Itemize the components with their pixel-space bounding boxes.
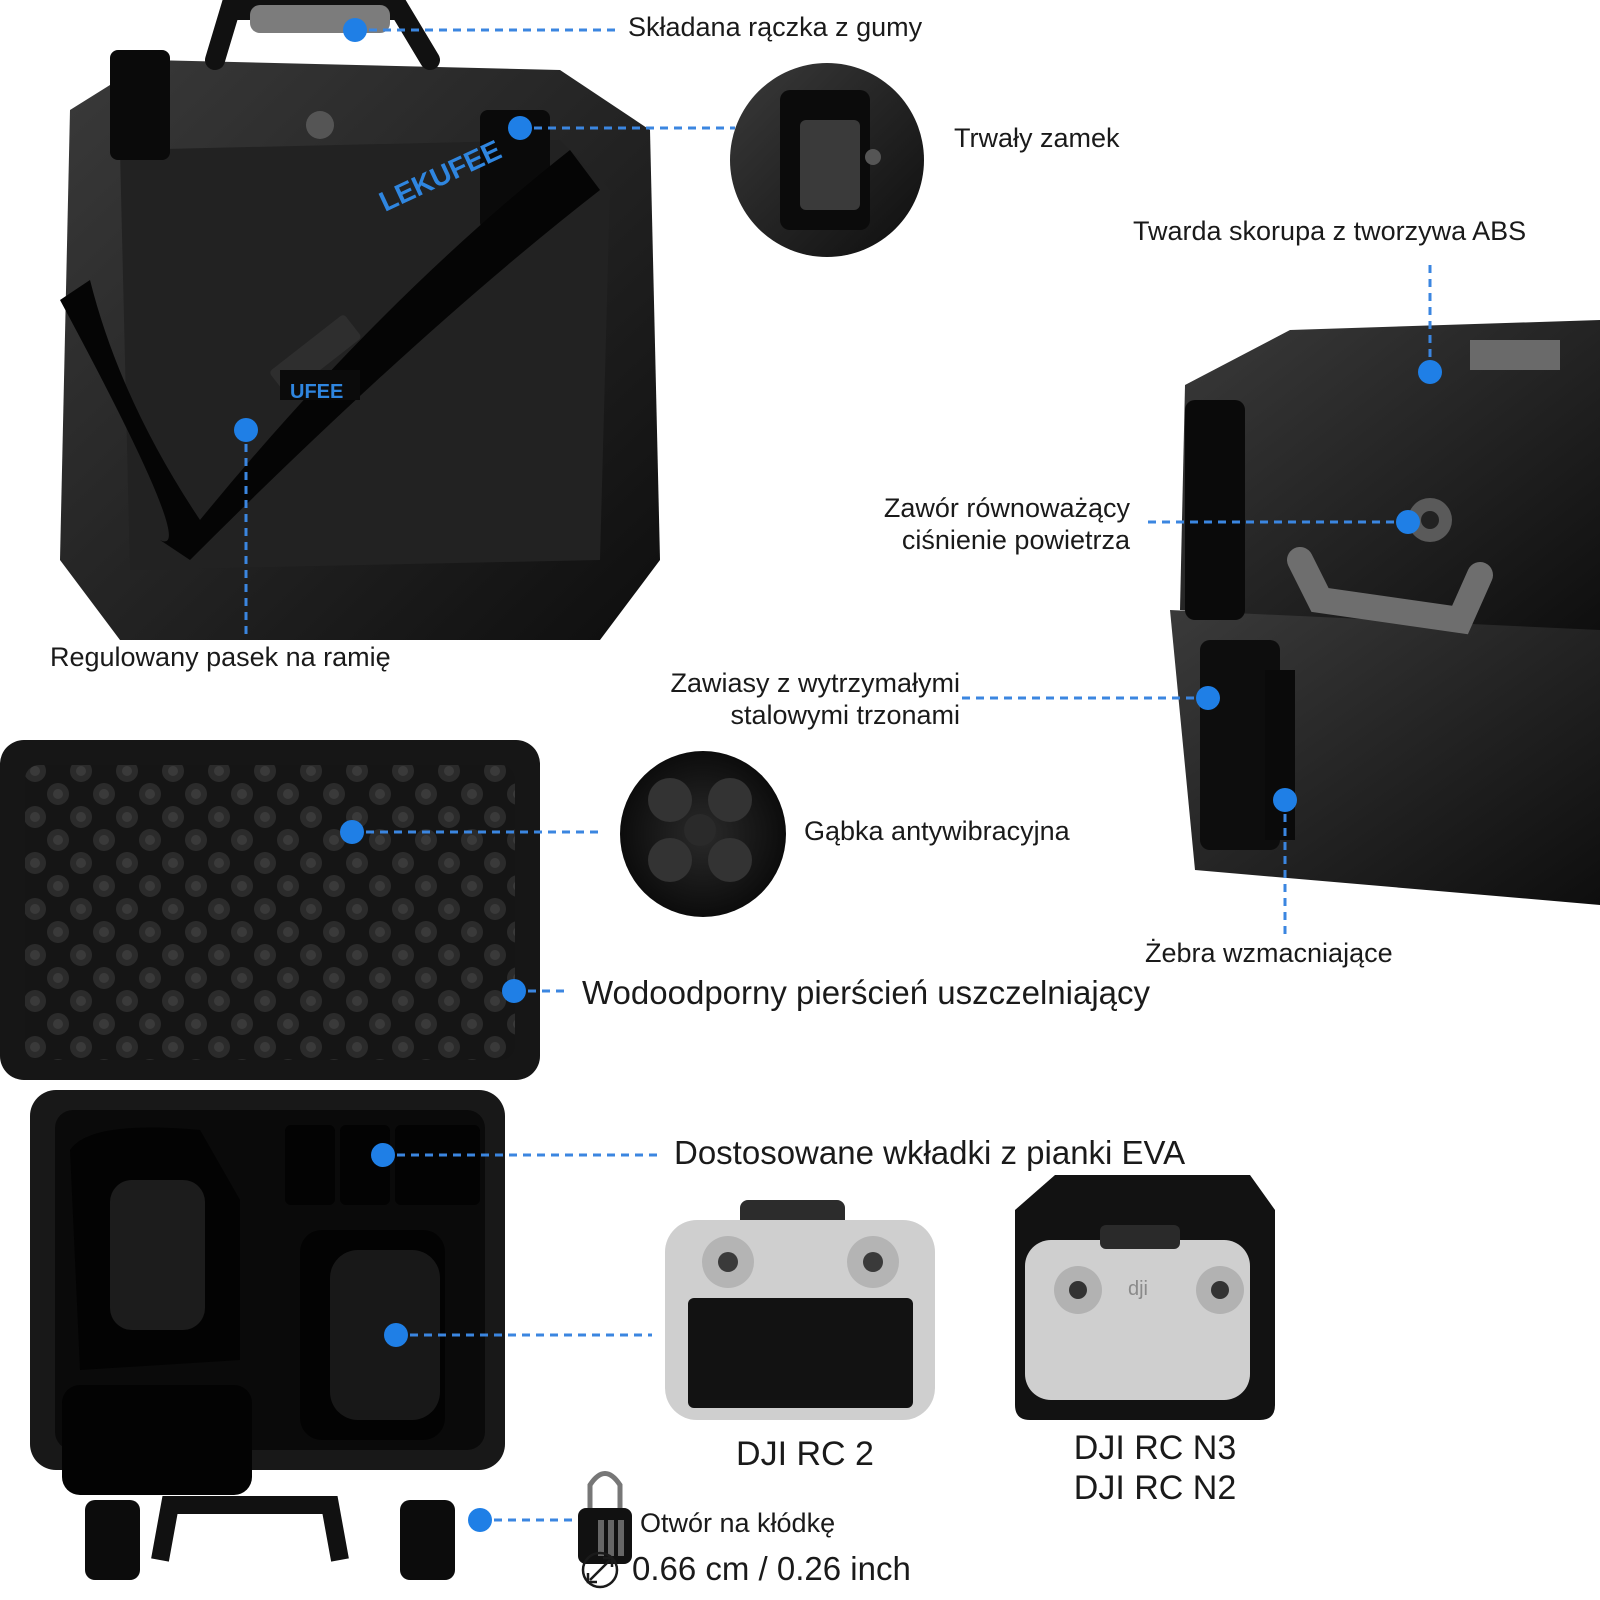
diameter-icon	[581, 1551, 619, 1589]
dji-rc2-remote-image	[665, 1200, 935, 1420]
stacked-cases-image	[1170, 320, 1600, 905]
shell-label: Twarda skorupa z tworzywa ABS	[1133, 216, 1527, 246]
padlock-label: Otwór na kłódkę	[640, 1508, 836, 1538]
ribs-label: Żebra wzmacniające	[1145, 938, 1393, 968]
closed-case-image: LEKUFEE UFEE	[60, 0, 660, 640]
callout-leaders	[234, 18, 1442, 1532]
valve-label-line2: ciśnienie powietrza	[901, 524, 1130, 555]
eva-label: Dostosowane wkładki z pianki EVA	[674, 1134, 1186, 1171]
case-badge-logo: UFEE	[290, 381, 343, 403]
rc2-label: DJI RC 2	[736, 1435, 874, 1473]
dji-logo: dji	[1128, 1278, 1148, 1300]
hinges-label-line2: stalowymi trzonami	[730, 699, 960, 730]
foam-closeup-image	[620, 751, 786, 917]
latch-closeup-image	[730, 63, 924, 257]
rcn3-label: DJI RC N3	[1073, 1429, 1237, 1467]
dji-rcn3-remote-image: dji	[1015, 1175, 1275, 1420]
valve-label: Zawór równoważący ciśnienie powietrza	[860, 493, 1130, 557]
valve-label-line1: Zawór równoważący	[883, 493, 1130, 523]
sponge-label: Gąbka antywibracyjna	[804, 816, 1070, 846]
rcn-label: DJI RC N3 DJI RC N2	[1040, 1428, 1270, 1508]
rcn2-label: DJI RC N2	[1073, 1469, 1237, 1508]
hinges-label: Zawiasy z wytrzymałymi stalowymi trzonam…	[640, 668, 960, 732]
open-case-image	[0, 740, 540, 1580]
handle-label: Składana rączka z gumy	[628, 12, 923, 42]
strap-label: Regulowany pasek na ramię	[50, 642, 391, 672]
latch-label: Trwały zamek	[954, 123, 1120, 153]
seal-label: Wodoodporny pierścień uszczelniający	[582, 974, 1151, 1011]
hinges-label-line1: Zawiasy z wytrzymałymi	[670, 668, 960, 698]
padlock-image	[578, 1471, 632, 1564]
padlock-size-label: 0.66 cm / 0.26 inch	[632, 1550, 911, 1587]
